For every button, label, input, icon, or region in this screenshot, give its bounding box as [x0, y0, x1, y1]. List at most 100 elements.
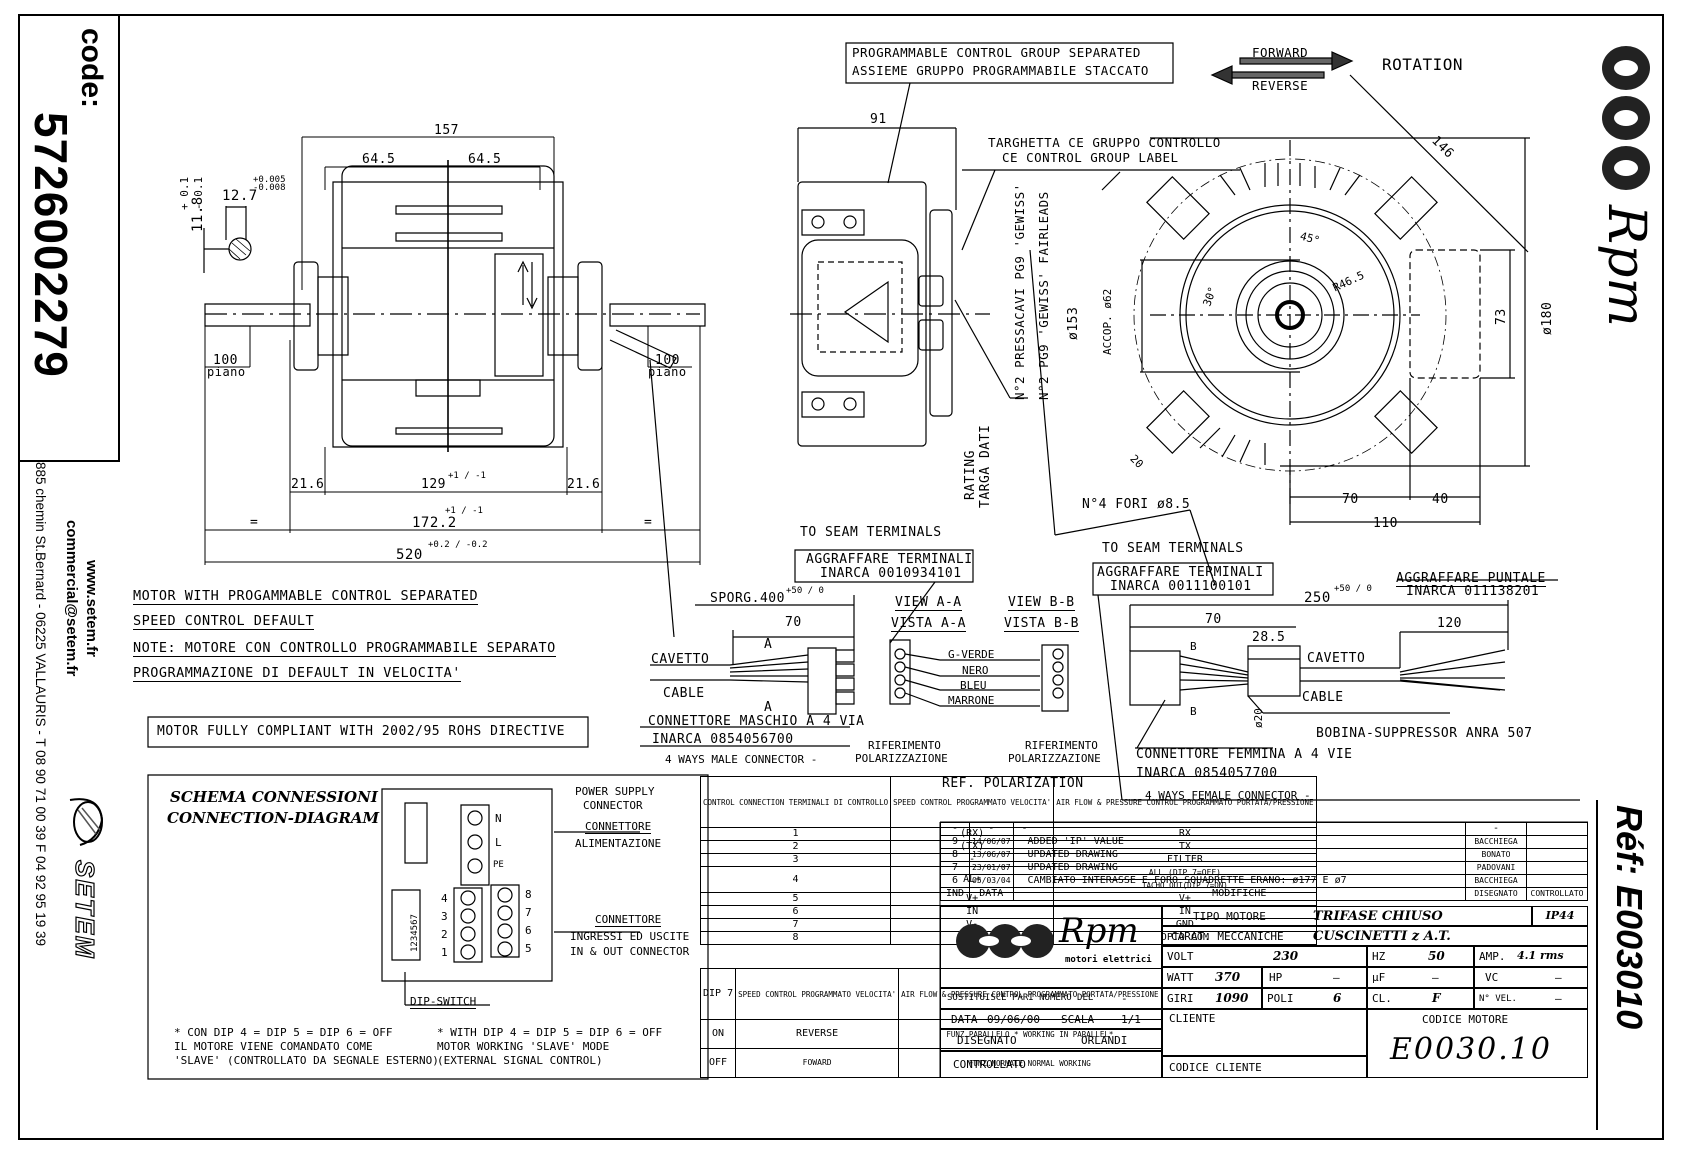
male-crimp-line2: INARCA 0010934101 [820, 566, 962, 581]
power-it-2: ALIMENTAZIONE [575, 837, 662, 850]
dim-half-left: 64.5 [362, 152, 396, 167]
view-a-it: VISTA A-A [891, 616, 966, 632]
uf-cell: µF— [1367, 967, 1474, 988]
table-row: 8AL-OPTO COM [699, 931, 1317, 945]
dim-overall-body: 157 [434, 123, 459, 138]
dim-total-tol: +0.2 / -0.2 [428, 540, 488, 550]
female-cable-en: CABLE [1302, 690, 1344, 705]
checked-cell: CONTROLLATO [940, 1051, 1162, 1078]
female-dim-120: 120 [1437, 616, 1462, 631]
ce-label-line2: CE CONTROL GROUP LABEL [1002, 150, 1179, 165]
io-it-1: CONNETTORE [595, 913, 662, 927]
dim-70-front: 70 [1342, 492, 1359, 507]
rotation-label: ROTATION [1382, 55, 1464, 74]
terminal-7: 7 [525, 906, 532, 919]
dim-flat-left: 100 [213, 353, 238, 368]
terminal-8: 8 [525, 888, 532, 901]
title-logo-text: Rpm [1059, 911, 1139, 951]
dim-110-front: 110 [1373, 516, 1398, 531]
hp-cell: HP— [1262, 967, 1367, 988]
terminal-3: 3 [441, 910, 448, 923]
flat-label-left: piano [207, 365, 246, 379]
male-part: INARCA 0854056700 [652, 732, 794, 747]
terminal-4: 4 [441, 892, 448, 905]
ip-cell: IP44 [1532, 906, 1588, 926]
note-line4: PROGRAMMAZIONE DI DEFAULT IN VELOCITA' [133, 665, 461, 682]
fairleads-it: N°2 PRESSACAVI PG9 'GEWISS' [1012, 183, 1027, 400]
dim-end-left: 21.6 [291, 477, 325, 492]
wire-green: G-VERDE [948, 648, 995, 661]
female-dim-28: 28.5 [1252, 630, 1286, 645]
rpm-logo-icon [1602, 46, 1650, 190]
power-en-2: CONNECTOR [583, 799, 643, 812]
terminal-5: 5 [525, 942, 532, 955]
ref-pol-1b: POLARIZZAZIONE [855, 752, 948, 765]
th-dip-airflow: AIR FLOW & PRESSURE CONTROL PROGRAMMATO … [898, 968, 1162, 1020]
view-b-en: VIEW B-B [1008, 595, 1075, 611]
connection-diagram-drawing [148, 717, 708, 1079]
male-crimp-line1: AGGRAFFARE TERMINALI [806, 552, 973, 567]
note-it-2: IL MOTORE VIENE COMANDATO COME [174, 1040, 373, 1053]
crimp-tip-line2: INARCA 011138201 [1406, 584, 1540, 599]
rotation-reverse: REVERSE [1252, 78, 1309, 93]
note-line1: MOTOR WITH PROGAMMABLE CONTROL SEPARATED [133, 588, 479, 605]
dim-flat-right: 100 [655, 353, 680, 368]
motor-code-label: CODICE MOTORE [1422, 1013, 1509, 1026]
suppressor-label: BOBINA-SUPPRESSOR ANRA 507 [1316, 726, 1533, 741]
view-b-it: VISTA B-B [1004, 616, 1079, 632]
th-terminal: CONTROL CONNECTION TERMINALI DI CONTROLL… [699, 776, 892, 828]
male-cable-it: CAVETTO [651, 652, 710, 667]
replaces-cell: SOSTITUISCE PARI NUMERO DEL- [940, 988, 1162, 1009]
female-to-seam: TO SEAM TERMINALS [1102, 541, 1244, 556]
dim-center-tol: +1 / -1 [448, 471, 486, 481]
cd-title-it: SCHEMA CONNESSIONI [170, 788, 378, 806]
ref-divider [1596, 800, 1598, 1130]
motor-code-cell: CODICE MOTORE E0030.10 [1367, 1009, 1588, 1078]
nvel-cell: N° VEL.— [1474, 988, 1588, 1009]
dim-73: 73 [1494, 308, 1509, 325]
male-name-it: CONNETTORE MASCHIO A 4 VIA [648, 714, 865, 729]
client-code-cell: CODICE CLIENTE [1162, 1056, 1367, 1078]
female-dia: ø20 [1252, 708, 1265, 728]
terminal-6: 6 [525, 924, 532, 937]
male-section-top: A [764, 637, 773, 652]
female-dim-70: 70 [1205, 612, 1222, 627]
control-callout-line2: ASSIEME GRUPPO PROGRAMMABILE STACCATO [852, 63, 1149, 78]
wire-brown: MARRONE [948, 694, 995, 707]
holes-label: N°4 FORI ø8.5 [1082, 497, 1191, 512]
shaft-detail [204, 206, 251, 273]
rotation-forward: FORWARD [1252, 45, 1309, 60]
power-term-n: N [495, 812, 502, 825]
fairleads-en: N°2 PG9 'GEWISS' FAIRLEADS [1036, 191, 1051, 400]
ref-pol-2a: RIFERIMENTO [1025, 739, 1098, 752]
male-cable-en: CABLE [663, 686, 705, 701]
equal-mark-left: = [250, 515, 259, 530]
dip-switch-label: DIP-SWITCH [410, 995, 477, 1009]
male-name-en: 4 WAYS MALE CONNECTOR - [665, 753, 818, 766]
male-connector-drawing [640, 550, 1068, 746]
female-crimp-line1: AGGRAFFARE TERMINALI [1097, 565, 1264, 580]
dim-between-tol: +1 / -1 [445, 506, 483, 516]
power-it-1: CONNETTORE [585, 820, 652, 834]
power-en-1: POWER SUPPLY [575, 785, 655, 798]
vc-cell: VC— [1474, 967, 1588, 988]
th-airflow: AIR FLOW & PRESSURE CONTROL PROGRAMMATO … [1053, 776, 1317, 828]
dip-numbers: 1234567 [410, 914, 420, 952]
control-box-drawing [790, 43, 1240, 446]
rotation-arrows-icon [1212, 52, 1352, 84]
title-logo-sub: motori elettrici [1065, 955, 1152, 965]
side-view-motor [205, 160, 705, 637]
power-term-pe: PE [493, 860, 504, 870]
carat-row: CARAT. MECCANICHE CUSCINETTI z A.T. [1162, 926, 1588, 946]
th-speed: SPEED CONTROL PROGRAMMATO VELOCITA' [890, 776, 1055, 828]
side-view-dimensions [205, 137, 700, 565]
front-view-drawing [1030, 75, 1530, 585]
ce-label-line1: TARGHETTA CE GRUPPO CONTROLLO [988, 135, 1221, 150]
note-it-1: * CON DIP 4 = DIP 5 = DIP 6 = OFF [174, 1026, 393, 1039]
